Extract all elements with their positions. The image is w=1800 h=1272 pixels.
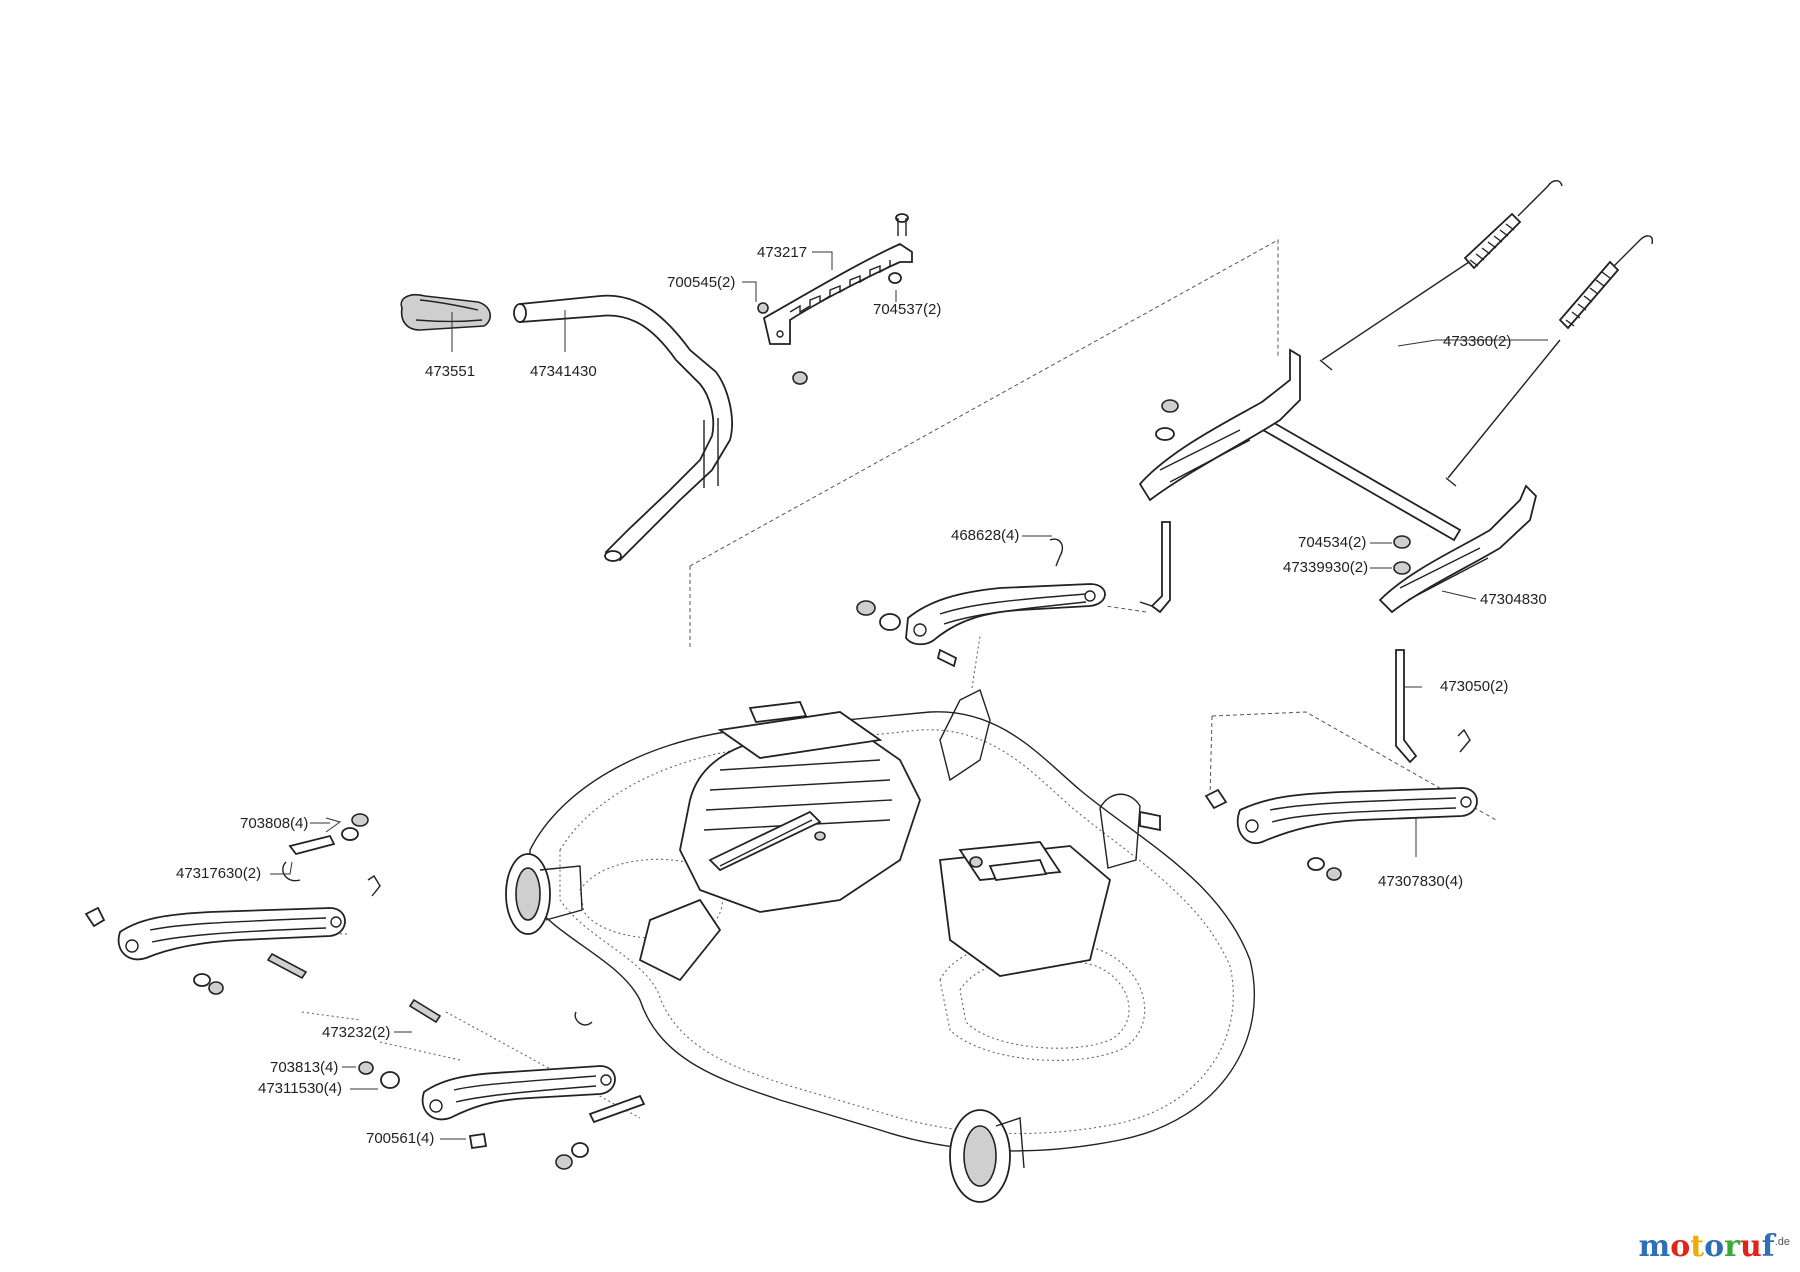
- logo-letter: o: [1704, 1229, 1725, 1264]
- height-quadrant-plate: [757, 213, 913, 385]
- deck-wheel-left: [505, 853, 583, 935]
- lift-lever-rod: [513, 294, 733, 562]
- lever-grip: [400, 293, 491, 331]
- logo-letter: r: [1724, 1229, 1740, 1264]
- motoruf-logo: motoruf.de: [1639, 1229, 1790, 1264]
- label-473360: 473360(2): [1443, 333, 1512, 350]
- label-473232: 473232(2): [322, 1024, 391, 1041]
- lift-shaft-assembly: [1138, 348, 1537, 614]
- label-703813: 703813(4): [270, 1059, 339, 1076]
- label-704537: 704537(2): [873, 301, 942, 318]
- logo-letter: t: [1690, 1229, 1705, 1264]
- label-47311530: 47311530(4): [258, 1080, 342, 1097]
- logo-letter: o: [1670, 1229, 1691, 1264]
- logo-letter: f: [1761, 1229, 1775, 1264]
- spring-left: [1319, 180, 1563, 371]
- label-473050: 473050(2): [1440, 678, 1509, 695]
- deck-wheel-front: [949, 1109, 1025, 1203]
- hanger-arm-right: [1204, 728, 1478, 881]
- label-704534: 704534(2): [1298, 534, 1367, 551]
- label-47307830: 47307830(4): [1378, 873, 1464, 890]
- logo-suffix: .de: [1774, 1236, 1790, 1248]
- label-47317630: 47317630(2): [176, 865, 262, 882]
- label-703808: 703808(4): [240, 815, 309, 832]
- label-473217: 473217: [757, 244, 808, 261]
- mower-deck: [529, 689, 1255, 1152]
- label-700545: 700545(2): [667, 274, 736, 291]
- logo-letter: u: [1739, 1229, 1762, 1264]
- label-47339930: 47339930(2): [1283, 559, 1369, 576]
- label-47304830: 47304830: [1480, 591, 1547, 608]
- hanger-arm-left: [84, 813, 381, 995]
- hanger-arm-front: [358, 998, 646, 1170]
- leader-lines: [270, 251, 1548, 1140]
- label-700561: 700561(4): [366, 1130, 435, 1147]
- hanger-arm-middle: [856, 538, 1106, 668]
- link-rod-left: [1139, 521, 1171, 614]
- label-47341430: 47341430: [530, 363, 597, 380]
- link-rod-right: [1395, 649, 1418, 764]
- logo-letter: m: [1638, 1229, 1671, 1264]
- label-468628: 468628(4): [951, 527, 1020, 544]
- label-473551: 473551: [425, 363, 476, 380]
- spring-right: [1445, 235, 1654, 487]
